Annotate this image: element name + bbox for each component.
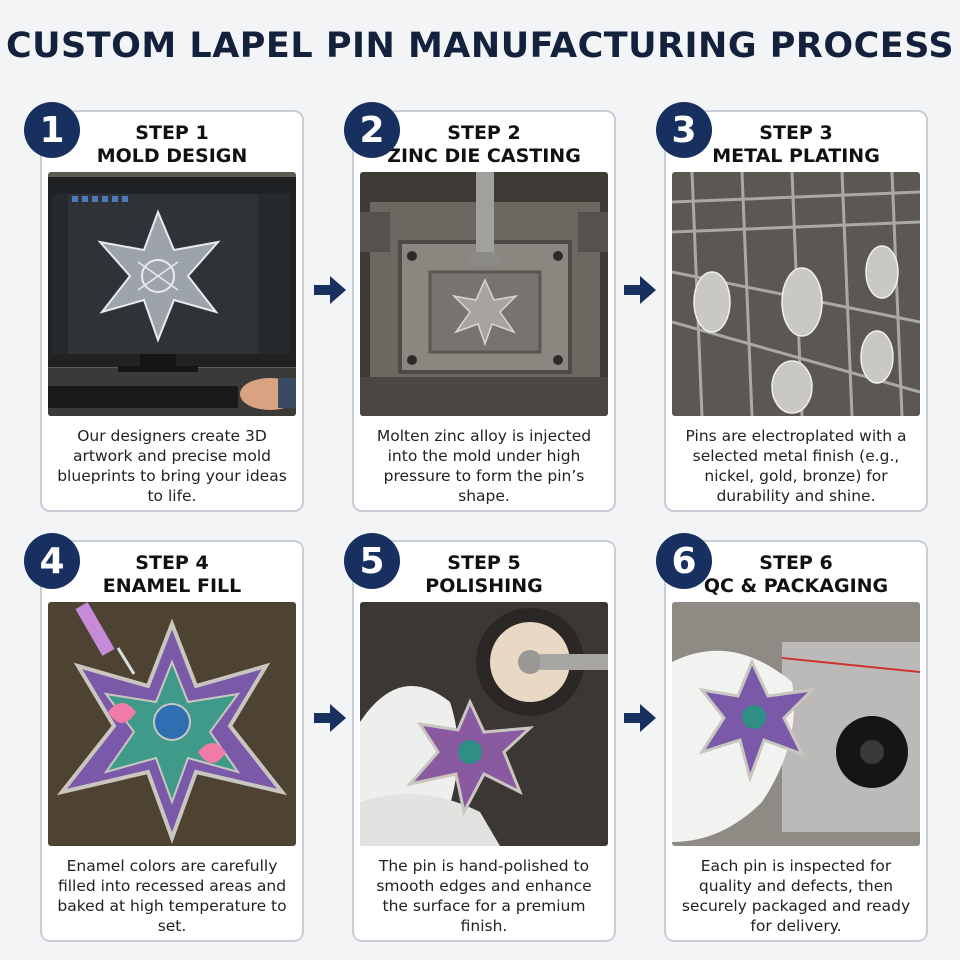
step-heading: STEP 4 ENAMEL FILL	[42, 552, 302, 598]
step-name: QC & PACKAGING	[703, 575, 889, 597]
step-label: STEP 5	[447, 552, 521, 574]
step-number-badge-2: 2	[344, 102, 400, 158]
step-description: Molten zinc alloy is injected into the m…	[376, 427, 592, 505]
plating-rack-image	[672, 172, 920, 416]
step-card-4: STEP 4 ENAMEL FILL Enamel colors are car…	[40, 540, 304, 942]
step-image-qc-packaging	[672, 602, 920, 846]
step-number-badge-3: 3	[656, 102, 712, 158]
step-heading: STEP 6 QC & PACKAGING	[666, 552, 926, 598]
step-name: MOLD DESIGN	[96, 145, 248, 167]
step-name: METAL PLATING	[712, 145, 880, 167]
packaging-image	[672, 602, 920, 846]
enamel-pin-image	[48, 602, 296, 846]
step-label: STEP 1	[135, 122, 209, 144]
step-image-polishing	[360, 602, 608, 846]
step-image-mold-design	[48, 172, 296, 416]
step-description: Enamel colors are carefully filled into …	[57, 857, 287, 935]
step-label: STEP 6	[759, 552, 833, 574]
step-card-2: STEP 2 ZINC DIE CASTING Molten zinc allo…	[352, 110, 616, 512]
step-card-6: STEP 6 QC & PACKAGING Each pin is inspec…	[664, 540, 928, 942]
page-title: CUSTOM LAPEL PIN MANUFACTURING PROCESS	[5, 26, 955, 66]
designer-monitor-image	[48, 172, 296, 416]
step-label: STEP 2	[447, 122, 521, 144]
step-name: ENAMEL FILL	[102, 575, 242, 597]
step-heading: STEP 1 MOLD DESIGN	[42, 122, 302, 168]
step-name: ZINC DIE CASTING	[387, 145, 581, 167]
step-number-badge-4: 4	[24, 533, 80, 589]
step-card-3: STEP 3 METAL PLATING Pins are electropla…	[664, 110, 928, 512]
step-card-5: STEP 5 POLISHING The pin is hand-polishe…	[352, 540, 616, 942]
step-label: STEP 4	[135, 552, 209, 574]
arrow-right-icon	[624, 276, 656, 304]
step-image-metal-plating	[672, 172, 920, 416]
arrow-right-icon	[624, 704, 656, 732]
step-heading: STEP 2 ZINC DIE CASTING	[354, 122, 614, 168]
step-heading: STEP 3 METAL PLATING	[666, 122, 926, 168]
step-heading: STEP 5 POLISHING	[354, 552, 614, 598]
die-casting-mold-image	[360, 172, 608, 416]
step-image-enamel-fill	[48, 602, 296, 846]
step-description: Each pin is inspected for quality and de…	[681, 857, 911, 935]
polishing-wheel-image	[360, 602, 608, 846]
step-number-badge-5: 5	[344, 533, 400, 589]
step-image-zinc-die-casting	[360, 172, 608, 416]
step-card-1: STEP 1 MOLD DESIGN Our designers creat	[40, 110, 304, 512]
step-description: Pins are electroplated with a selected m…	[685, 427, 907, 505]
step-description: Our designers create 3D artwork and prec…	[57, 427, 287, 505]
step-name: POLISHING	[425, 575, 543, 597]
step-label: STEP 3	[759, 122, 833, 144]
arrow-right-icon	[314, 276, 346, 304]
step-description: The pin is hand-polished to smooth edges…	[376, 857, 592, 935]
arrow-right-icon	[314, 704, 346, 732]
step-number-badge-6: 6	[656, 533, 712, 589]
step-number-badge-1: 1	[24, 102, 80, 158]
